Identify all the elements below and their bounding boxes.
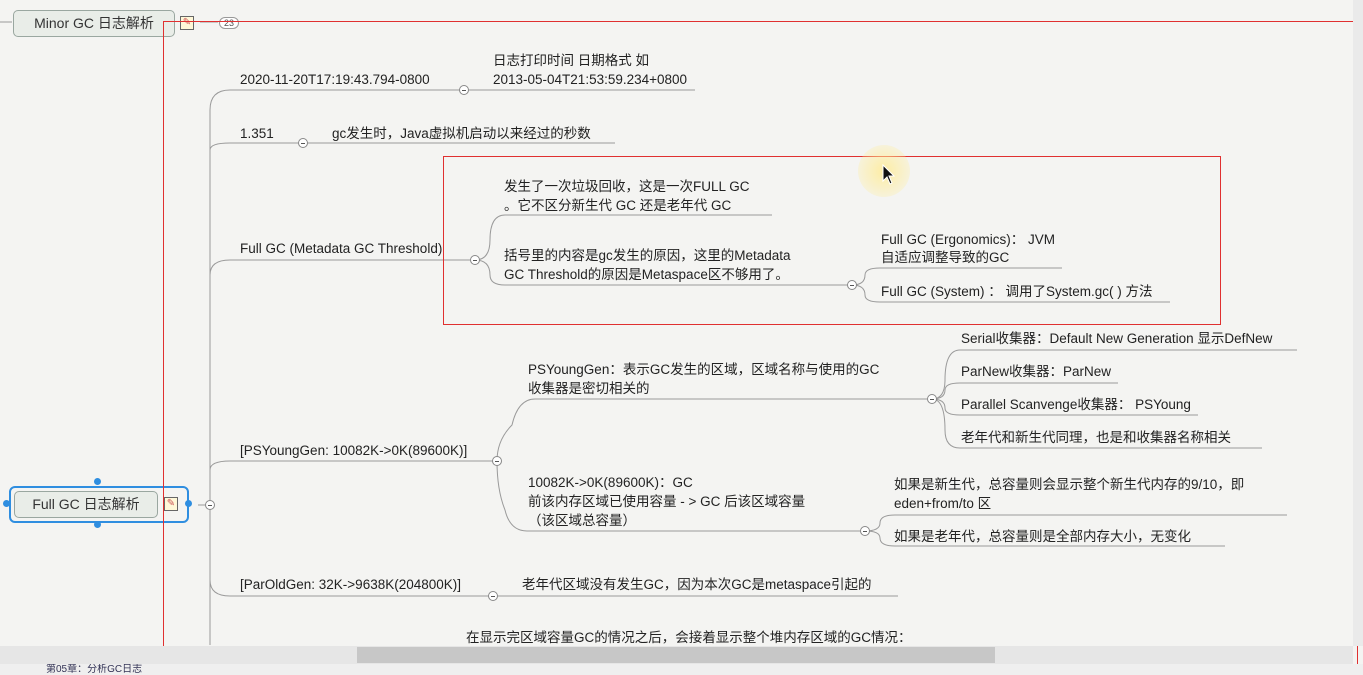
node-capacity-line1[interactable]: 10082K->0K(89600K)：GC <box>528 475 693 490</box>
node-ergonomics-line2[interactable]: 自适应调整导致的GC <box>881 250 1010 265</box>
vertical-scrollbar[interactable] <box>1353 0 1363 646</box>
topic-minor-gc-label: Minor GC 日志解析 <box>34 15 154 31</box>
node-system-gc[interactable]: Full GC (System) ： 调用了System.gc( ) 方法 <box>881 284 1153 299</box>
resize-handle-right[interactable] <box>185 500 192 507</box>
node-young-total-line2[interactable]: eden+from/to 区 <box>894 496 992 511</box>
node-serial[interactable]: Serial收集器：Default New Generation 显示DefNe… <box>961 331 1273 346</box>
collapse-icon[interactable] <box>927 394 937 404</box>
node-uptime[interactable]: 1.351 <box>240 126 274 141</box>
node-parallel[interactable]: Parallel Scanvenge收集器： PSYoung <box>961 397 1191 412</box>
topic-full-gc-label: Full GC 日志解析 <box>32 496 140 512</box>
node-timestamp-note-line1[interactable]: 日志打印时间 日期格式 如 <box>493 53 650 68</box>
node-uptime-note[interactable]: gc发生时，Java虚拟机启动以来经过的秒数 <box>332 126 591 141</box>
collapse-icon[interactable] <box>847 280 857 290</box>
resize-handle-top[interactable] <box>94 478 101 485</box>
collapse-icon[interactable] <box>488 591 498 601</box>
node-capacity-line2[interactable]: 前该内存区域已使用容量 - > GC 后该区域容量 <box>528 494 806 509</box>
collapse-icon[interactable] <box>205 500 215 510</box>
node-ergonomics-line1[interactable]: Full GC (Ergonomics)： JVM <box>881 232 1056 247</box>
resize-handle-left[interactable] <box>3 500 10 507</box>
node-parold-note[interactable]: 老年代区域没有发生GC，因为本次GC是metaspace引起的 <box>522 577 872 592</box>
node-fullgc-note1-line2[interactable]: 。它不区分新生代 GC 还是老年代 GC <box>504 198 732 213</box>
annotation-box-outer <box>163 21 1358 671</box>
node-young-total-line1[interactable]: 如果是新生代，总容量则会显示整个新生代内存的9/10，即 <box>894 477 1245 492</box>
node-fullgc-note2-line1[interactable]: 括号里的内容是gc发生的原因，这里的Metadata <box>504 248 791 263</box>
topic-full-gc[interactable]: Full GC 日志解析 <box>14 491 158 518</box>
node-fullgc-note2-line2[interactable]: GC Threshold的原因是Metaspace区不够用了。 <box>504 267 789 282</box>
node-capacity-line3[interactable]: （该区域总容量） <box>528 513 636 528</box>
sheet-tab-bar: 第05章：分析GC日志 <box>0 664 1363 675</box>
collapse-icon[interactable] <box>470 255 480 265</box>
node-heap-note[interactable]: 在显示完区域容量GC的情况之后，会接着显示整个堆内存区域的GC情况： <box>466 630 912 645</box>
node-psyounggen[interactable]: [PSYoungGen: 10082K->0K(89600K)] <box>240 443 468 458</box>
collapse-icon[interactable] <box>860 526 870 536</box>
node-parnew[interactable]: ParNew收集器：ParNew <box>961 364 1112 379</box>
horizontal-scrollbar-thumb[interactable] <box>357 647 995 663</box>
resize-handle-bottom[interactable] <box>94 521 101 528</box>
node-oldgen-same[interactable]: 老年代和新生代同理，也是和收集器名称相关 <box>961 430 1231 445</box>
node-psyoung-note-line2[interactable]: 收集器是密切相关的 <box>528 381 650 396</box>
sheet-tab[interactable]: 第05章：分析GC日志 <box>46 664 143 675</box>
annotation-box-fullgc <box>443 156 1221 325</box>
node-psyoung-note-line1[interactable]: PSYoungGen：表示GC发生的区域，区域名称与使用的GC <box>528 362 880 377</box>
collapse-icon[interactable] <box>298 138 308 148</box>
topic-minor-gc[interactable]: Minor GC 日志解析 <box>13 10 175 37</box>
node-timestamp[interactable]: 2020-11-20T17:19:43.794-0800 <box>240 72 430 87</box>
node-timestamp-note-line2[interactable]: 2013-05-04T21:53:59.234+0800 <box>493 72 688 87</box>
node-old-total[interactable]: 如果是老年代，总容量则是全部内存大小，无变化 <box>894 529 1191 544</box>
collapse-icon[interactable] <box>459 85 469 95</box>
mouse-cursor-icon <box>882 164 896 185</box>
collapsed-count-badge[interactable]: 23 <box>219 17 240 29</box>
node-paroldgen[interactable]: [ParOldGen: 32K->9638K(204800K)] <box>240 577 462 592</box>
note-icon[interactable]: ✎ <box>164 497 178 511</box>
note-icon[interactable]: ✎ <box>180 16 194 30</box>
node-full-gc-metadata[interactable]: Full GC (Metadata GC Threshold) <box>240 241 443 256</box>
collapse-icon[interactable] <box>492 456 502 466</box>
node-fullgc-note1-line1[interactable]: 发生了一次垃圾回收，这是一次FULL GC <box>504 179 750 194</box>
